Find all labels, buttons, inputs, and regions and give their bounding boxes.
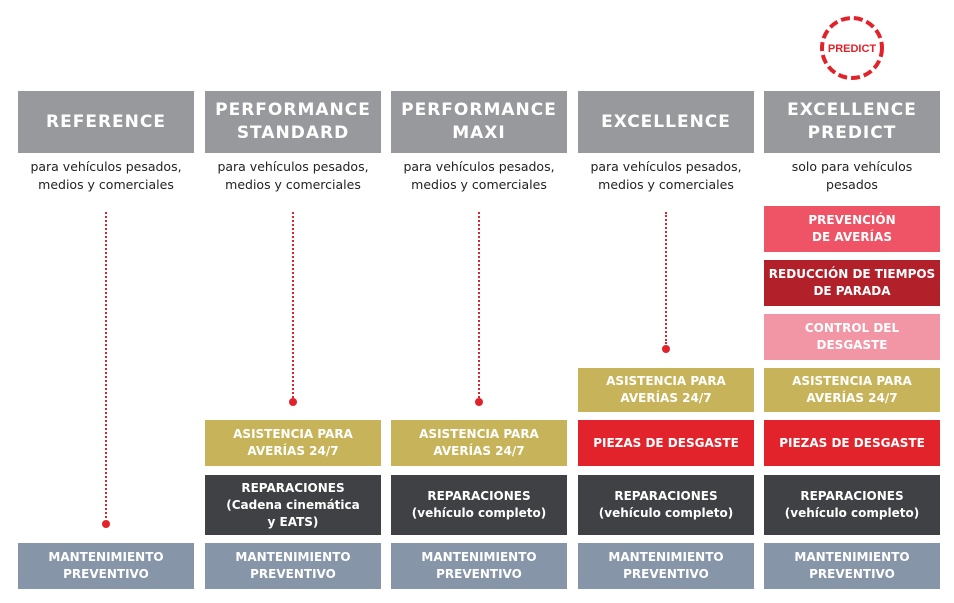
column-subtitle: para vehículos pesados, medios y comerci… bbox=[590, 159, 742, 192]
repairs-box: REPARACIONES (vehículo completo) bbox=[578, 475, 754, 535]
maintenance-box: MANTENIMIENTO PREVENTIVO bbox=[578, 543, 754, 589]
wear-control-box: CONTROL DEL DESGASTE bbox=[764, 314, 940, 360]
wear-parts-box: PIEZAS DE DESGASTE bbox=[764, 420, 940, 466]
assistance-box: ASISTENCIA PARA AVERÍAS 24/7 bbox=[391, 420, 567, 466]
downtime-reduction-box: REDUCCIÓN DE TIEMPOS DE PARADA bbox=[764, 260, 940, 306]
column-title: REFERENCE bbox=[18, 91, 194, 153]
column-title: EXCELLENCE bbox=[578, 91, 754, 153]
assistance-box: ASISTENCIA PARA AVERÍAS 24/7 bbox=[205, 420, 381, 466]
connector-dot bbox=[475, 398, 483, 406]
column-title: EXCELLENCE PREDICT bbox=[764, 91, 940, 153]
connector-dot bbox=[102, 520, 110, 528]
dotted-connector bbox=[665, 212, 667, 344]
assistance-box: ASISTENCIA PARA AVERÍAS 24/7 bbox=[578, 368, 754, 412]
column-subtitle: para vehículos pesados, medios y comerci… bbox=[217, 159, 369, 192]
repairs-box: REPARACIONES (vehículo completo) bbox=[391, 475, 567, 535]
dotted-connector bbox=[105, 212, 107, 518]
column-excellence: EXCELLENCE para vehículos pesados, medio… bbox=[578, 0, 754, 603]
column-subtitle: solo para vehículos pesados bbox=[791, 159, 913, 192]
column-subtitle: para vehículos pesados, medios y comerci… bbox=[403, 159, 555, 192]
column-title: PERFORMANCE STANDARD bbox=[205, 91, 381, 153]
prevention-box: PREVENCIÓN DE AVERÍAS bbox=[764, 206, 940, 252]
dotted-connector bbox=[478, 212, 480, 398]
wear-parts-box: PIEZAS DE DESGASTE bbox=[578, 420, 754, 466]
connector-dot bbox=[289, 398, 297, 406]
column-excellence-predict: EXCELLENCE PREDICT solo para vehículos p… bbox=[764, 0, 940, 603]
maintenance-box: MANTENIMIENTO PREVENTIVO bbox=[205, 543, 381, 589]
maintenance-box: MANTENIMIENTO PREVENTIVO bbox=[391, 543, 567, 589]
maintenance-box: MANTENIMIENTO PREVENTIVO bbox=[764, 543, 940, 589]
repairs-box: REPARACIONES (Cadena cinemática y EATS) bbox=[205, 475, 381, 535]
connector-dot bbox=[662, 345, 670, 353]
column-performance-standard: PERFORMANCE STANDARD para vehículos pesa… bbox=[205, 0, 381, 603]
maintenance-box: MANTENIMIENTO PREVENTIVO bbox=[18, 543, 194, 589]
column-performance-maxi: PERFORMANCE MAXI para vehículos pesados,… bbox=[391, 0, 567, 603]
column-reference: REFERENCE para vehículos pesados, medios… bbox=[18, 0, 194, 603]
predict-logo-text: PREDICT bbox=[828, 43, 877, 55]
column-title: PERFORMANCE MAXI bbox=[391, 91, 567, 153]
repairs-box: REPARACIONES (vehículo completo) bbox=[764, 475, 940, 535]
column-subtitle: para vehículos pesados, medios y comerci… bbox=[30, 159, 182, 192]
assistance-box: ASISTENCIA PARA AVERÍAS 24/7 bbox=[764, 368, 940, 412]
dotted-connector bbox=[292, 212, 294, 398]
predict-logo: PREDICT bbox=[820, 16, 884, 80]
